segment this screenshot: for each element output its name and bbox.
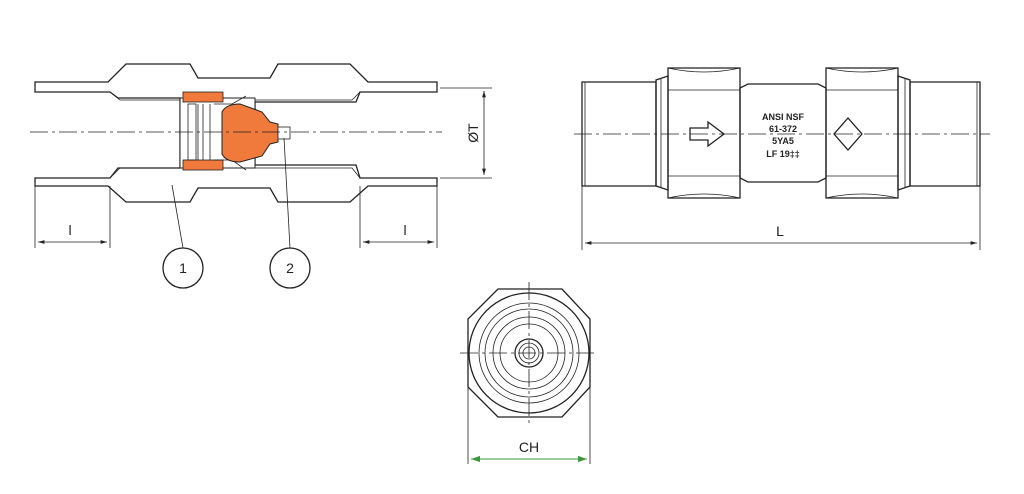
marking-line-1: ANSI NSF <box>762 112 805 122</box>
marking-line-4: LF 19‡‡ <box>766 149 800 159</box>
callout-circle-2 <box>269 247 311 289</box>
dim-hex: CH <box>519 439 539 455</box>
external-view: ANSI NSF 61-372 5YA5 LF 19‡‡ L <box>574 67 990 250</box>
callout-circle-1 <box>162 247 204 289</box>
marking-line-3: 5YA5 <box>772 136 794 146</box>
marking-line-2: 61-372 <box>769 124 797 134</box>
diamond-icon <box>833 117 863 151</box>
poppet <box>221 103 279 163</box>
callout-1: 1 <box>179 260 187 276</box>
callout-2: 2 <box>286 260 294 276</box>
flow-arrow-icon <box>689 120 726 148</box>
dim-l-left: l <box>68 222 71 238</box>
end-view: CH <box>460 282 598 464</box>
dim-l-right: l <box>403 222 406 238</box>
dim-diameter: ØT <box>465 123 481 143</box>
dim-length: L <box>776 223 784 239</box>
section-view: 1 2 l l ØT <box>30 63 492 289</box>
